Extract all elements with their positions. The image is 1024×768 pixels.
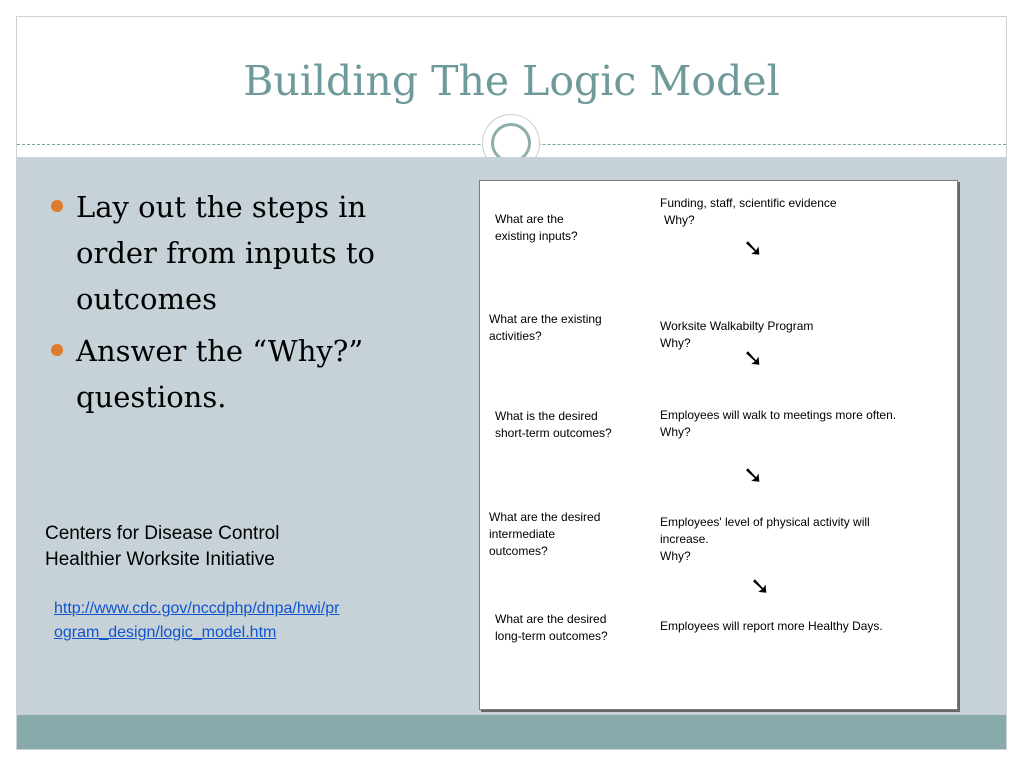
source-link[interactable]: http://www.cdc.gov/nccdphp/dnpa/hwi/prog…: [54, 600, 340, 641]
bullet-text: Lay out the steps in order from inputs t…: [76, 190, 375, 316]
diagram-answer: Employees will walk to meetings more oft…: [660, 408, 897, 439]
source-line: Centers for Disease Control: [45, 523, 280, 544]
arrow-down-right-icon: ➘: [750, 572, 771, 600]
bullet-list: Lay out the steps in order from inputs t…: [49, 184, 449, 426]
diagram-question: What are the existing activities?: [489, 312, 602, 343]
bullet-icon: [51, 344, 63, 356]
diagram-question: What are the desired long-term outcomes?: [495, 612, 608, 643]
arrow-down-right-icon: ➘: [743, 461, 764, 489]
diagram-question: What are the desired intermediate outcom…: [489, 510, 601, 558]
bullet-item: Answer the “Why?” questions.: [49, 328, 449, 420]
slide: Building The Logic Model Lay out the ste…: [16, 16, 1007, 750]
slide-title: Building The Logic Model: [243, 57, 780, 105]
diagram-answer: Employees will report more Healthy Days.: [660, 619, 883, 633]
bullet-item: Lay out the steps in order from inputs t…: [49, 184, 449, 322]
bullet-text: Answer the “Why?” questions.: [76, 334, 364, 414]
logic-model-diagram: What are the existing inputs? Funding, s…: [479, 180, 958, 710]
source-credit: Centers for Disease Control Healthier Wo…: [45, 521, 279, 573]
arrow-down-right-icon: ➘: [743, 344, 764, 372]
diagram-answer: Worksite Walkabilty Program Why?: [660, 319, 814, 350]
footer-band: [17, 715, 1006, 749]
diagram-answer: Funding, staff, scientific evidence Why?: [660, 196, 837, 227]
diagram-question: What are the existing inputs?: [495, 212, 578, 243]
arrow-down-right-icon: ➘: [743, 234, 764, 262]
diagram-question: What is the desired short-term outcomes?: [495, 409, 612, 440]
diagram-answer: Employees' level of physical activity wi…: [660, 515, 870, 563]
source-line: Healthier Worksite Initiative: [45, 549, 275, 570]
bullet-icon: [51, 200, 63, 212]
